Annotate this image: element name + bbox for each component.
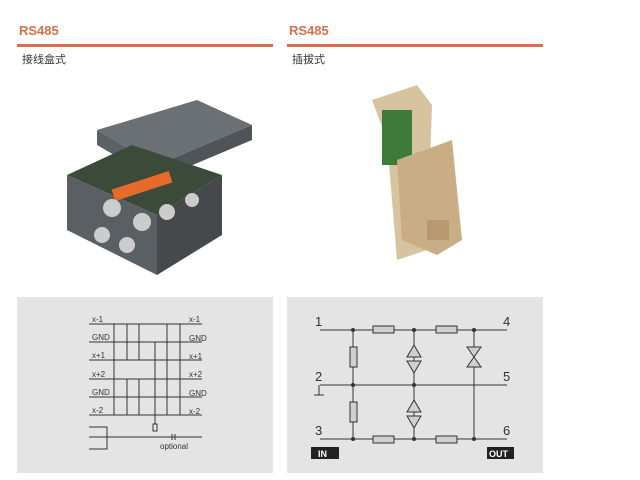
label-right-4: GND <box>189 389 207 398</box>
label-left-5: x-2 <box>92 406 104 415</box>
divider <box>17 44 273 47</box>
terminal-3: 3 <box>315 423 322 438</box>
label-right-0: x-1 <box>189 315 201 324</box>
divider <box>287 44 543 47</box>
label-right-2: x+1 <box>189 352 203 361</box>
section-title: RS485 <box>19 23 59 38</box>
label-right-1: GND <box>189 334 207 343</box>
terminal-4: 4 <box>503 314 510 329</box>
plug-in-circuit-diagram: 1 2 3 4 5 6 IN OUT <box>287 297 543 473</box>
junction-box-photo <box>67 100 252 275</box>
optional-label: optional <box>160 442 188 451</box>
plug-in-module-photo <box>372 85 462 260</box>
terminal-6: 6 <box>503 423 510 438</box>
label-left-2: x+1 <box>92 351 106 360</box>
section-title: RS485 <box>289 23 329 38</box>
label-left-1: GND <box>92 333 110 342</box>
junction-box-wiring-diagram: x-1 GND x+1 x+2 GND x-2 x-1 GND x+1 x+2 … <box>17 297 273 473</box>
label-right-3: x+2 <box>189 370 203 379</box>
out-label: OUT <box>489 449 509 459</box>
label-left-3: x+2 <box>92 370 106 379</box>
terminal-1: 1 <box>315 314 322 329</box>
label-right-5: x-2 <box>189 407 201 416</box>
terminal-5: 5 <box>503 369 510 384</box>
label-left-4: GND <box>92 388 110 397</box>
section-subtitle: 插拔式 <box>292 54 325 66</box>
terminal-2: 2 <box>315 369 322 384</box>
section-subtitle: 接线盒式 <box>22 54 66 66</box>
in-label: IN <box>318 449 327 459</box>
label-left-0: x-1 <box>92 315 104 324</box>
